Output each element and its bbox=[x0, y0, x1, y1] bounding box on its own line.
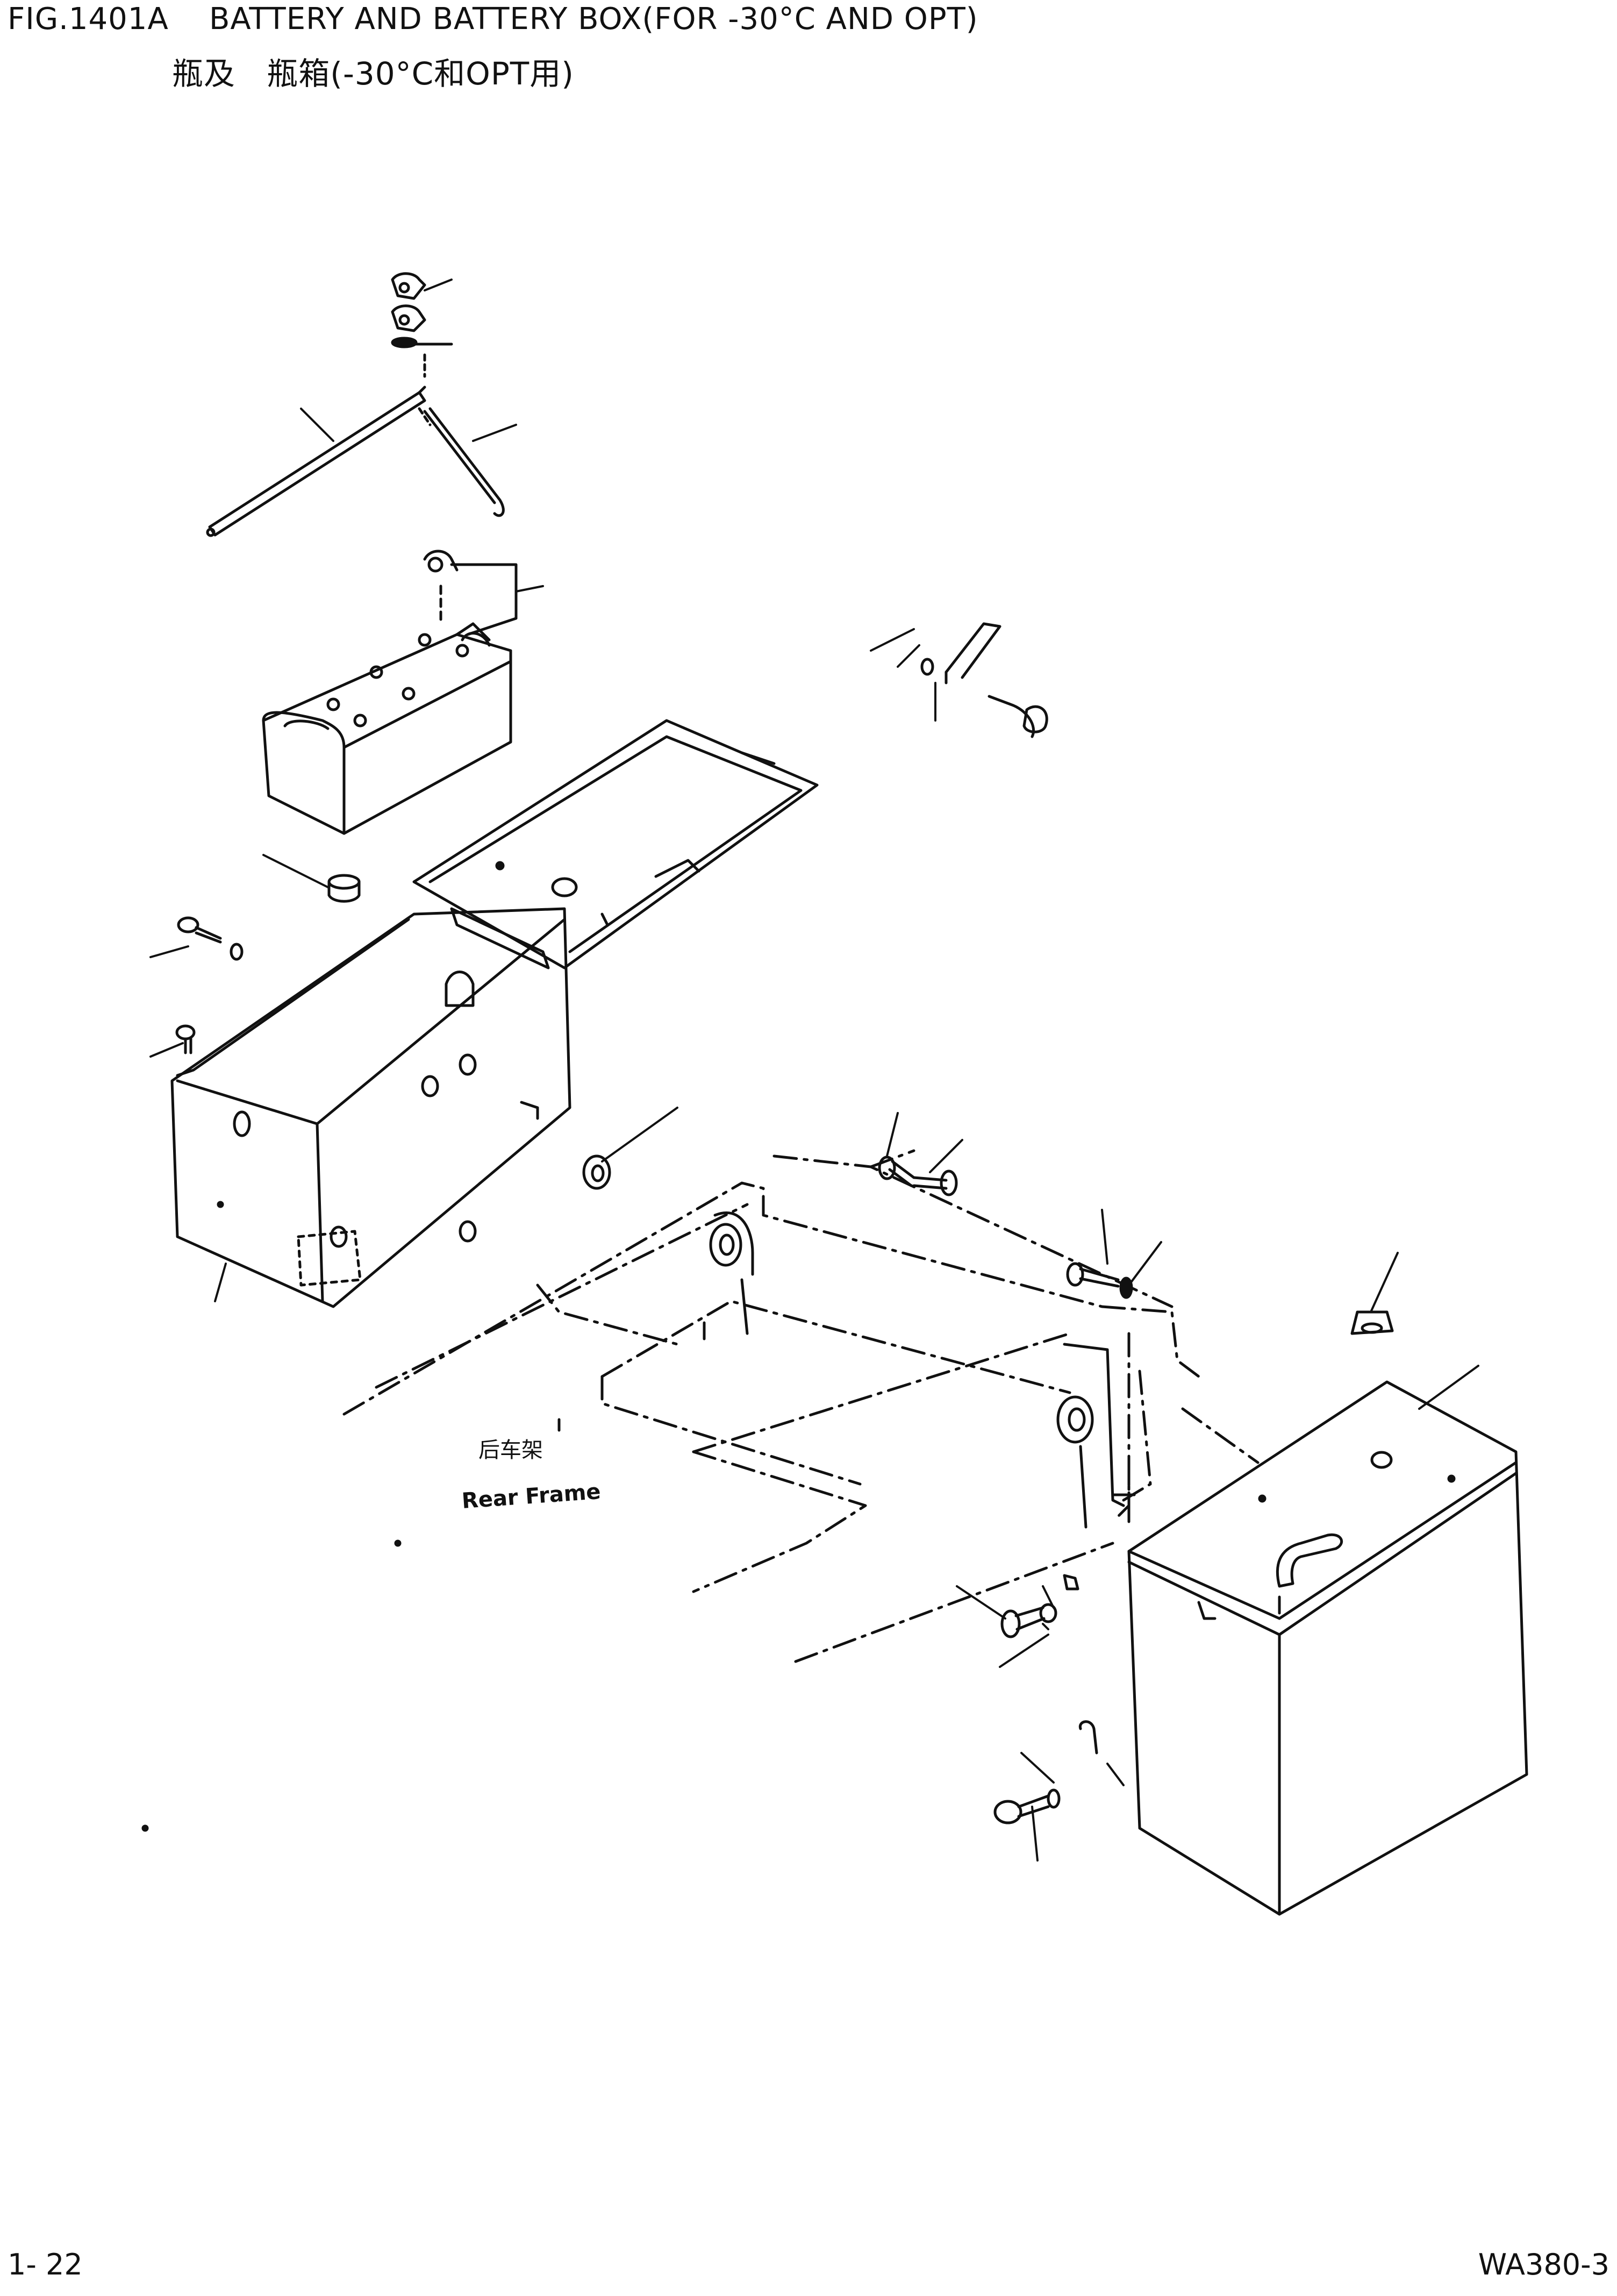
washer-lower bbox=[1063, 1574, 1098, 1755]
box-cap-right bbox=[1350, 1310, 1394, 1335]
frame-bracket-right bbox=[1056, 1343, 1125, 1529]
figure-subtitle: 瓶及 瓶箱(-30°C和OPT用) bbox=[172, 55, 574, 92]
rear-frame-label-en: Rear Frame bbox=[461, 1479, 601, 1514]
bolt-left-upper bbox=[177, 916, 244, 961]
battery-box-lid bbox=[412, 719, 819, 969]
bolt-lower-a bbox=[1000, 1603, 1057, 1638]
nut-stack bbox=[391, 272, 453, 348]
bolt-mid-lower bbox=[1066, 1262, 1133, 1299]
frame-bracket-left bbox=[709, 1211, 754, 1335]
leader-lines bbox=[149, 279, 1479, 1862]
hold-down-rod bbox=[206, 386, 426, 537]
hold-down-hook bbox=[423, 407, 505, 517]
rear-frame-outline bbox=[342, 1149, 1260, 1663]
battery-box-left bbox=[170, 907, 571, 1308]
bolt-mid-upper bbox=[878, 1156, 958, 1196]
figure-title: FIG.1401A BATTERY AND BATTERY BOX(FOR -3… bbox=[8, 2, 978, 37]
battery bbox=[262, 622, 512, 835]
model-code: WA380-3 bbox=[1478, 2248, 1609, 2281]
washer-left bbox=[582, 1154, 611, 1190]
bolt-left-lower bbox=[175, 1024, 196, 1054]
bolt-lower-b bbox=[993, 1788, 1061, 1824]
box-cap-left bbox=[327, 874, 361, 903]
battery-box-right bbox=[1127, 1380, 1528, 1916]
rear-frame-label-cn: 后车架 bbox=[478, 1438, 543, 1463]
terminal-bracket bbox=[920, 622, 1048, 738]
terminal-clamp bbox=[423, 550, 518, 647]
page-number: 1- 22 bbox=[8, 2248, 83, 2281]
